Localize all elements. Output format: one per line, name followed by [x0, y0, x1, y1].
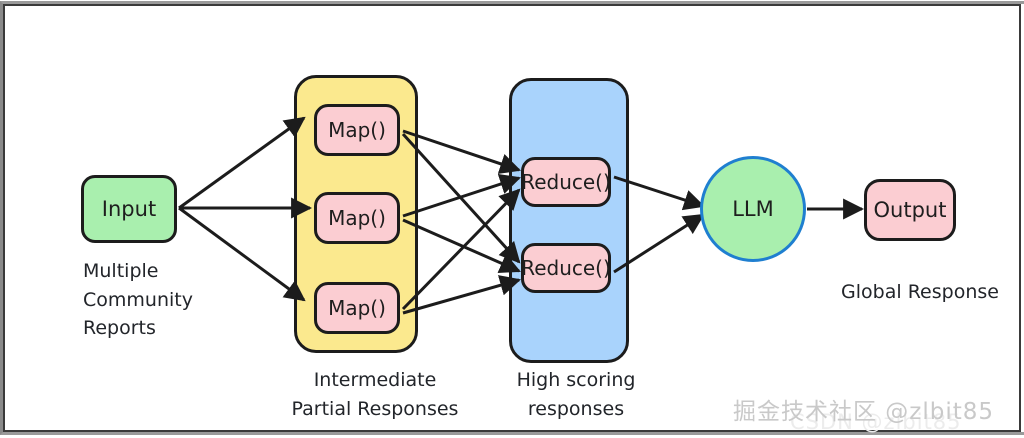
- caption-output: Global Response: [841, 281, 999, 303]
- caption-input: Multiple Community Reports: [83, 260, 193, 339]
- edge-map-3-to-reduce-1: [401, 188, 521, 311]
- node-map-1[interactable]: Map(): [314, 104, 400, 156]
- node-reduce-1-label: Reduce(): [521, 170, 611, 194]
- node-reduce-1[interactable]: Reduce(): [521, 157, 611, 207]
- watermark-primary: 掘金技术社区 @zlbit85: [733, 399, 995, 425]
- node-input-label: Input: [101, 196, 157, 221]
- edge-map-2-to-reduce-1: [402, 173, 521, 218]
- edge-reduce-1-to-llm: [613, 175, 705, 211]
- caption-reduce-group: High scoring responses: [516, 369, 636, 420]
- node-map-1-label: Map(): [328, 118, 386, 142]
- node-map-2[interactable]: Map(): [314, 192, 400, 244]
- caption-map-group: Intermediate Partial Responses: [291, 369, 459, 420]
- watermark-secondary: CSDN @zlbit85: [790, 410, 962, 434]
- node-output-label: Output: [873, 197, 947, 222]
- edge-map-1-to-reduce-1: [402, 129, 521, 174]
- node-llm[interactable]: LLM: [700, 156, 806, 262]
- node-input[interactable]: Input: [81, 175, 177, 243]
- edge-input-to-map-3: [178, 206, 306, 302]
- edge-reduce-2-to-llm: [613, 213, 705, 274]
- edge-input-to-map-1: [178, 116, 306, 210]
- node-output[interactable]: Output: [864, 179, 956, 241]
- node-llm-label: LLM: [732, 196, 774, 221]
- edge-map-3-to-reduce-2: [402, 275, 522, 315]
- reduce-group-container: [509, 78, 629, 363]
- node-map-3[interactable]: Map(): [314, 282, 400, 334]
- node-reduce-2[interactable]: Reduce(): [521, 243, 611, 293]
- node-reduce-2-label: Reduce(): [521, 256, 611, 280]
- node-map-2-label: Map(): [328, 206, 386, 230]
- edge-map-2-to-reduce-2: [402, 218, 521, 274]
- node-map-3-label: Map(): [328, 296, 386, 320]
